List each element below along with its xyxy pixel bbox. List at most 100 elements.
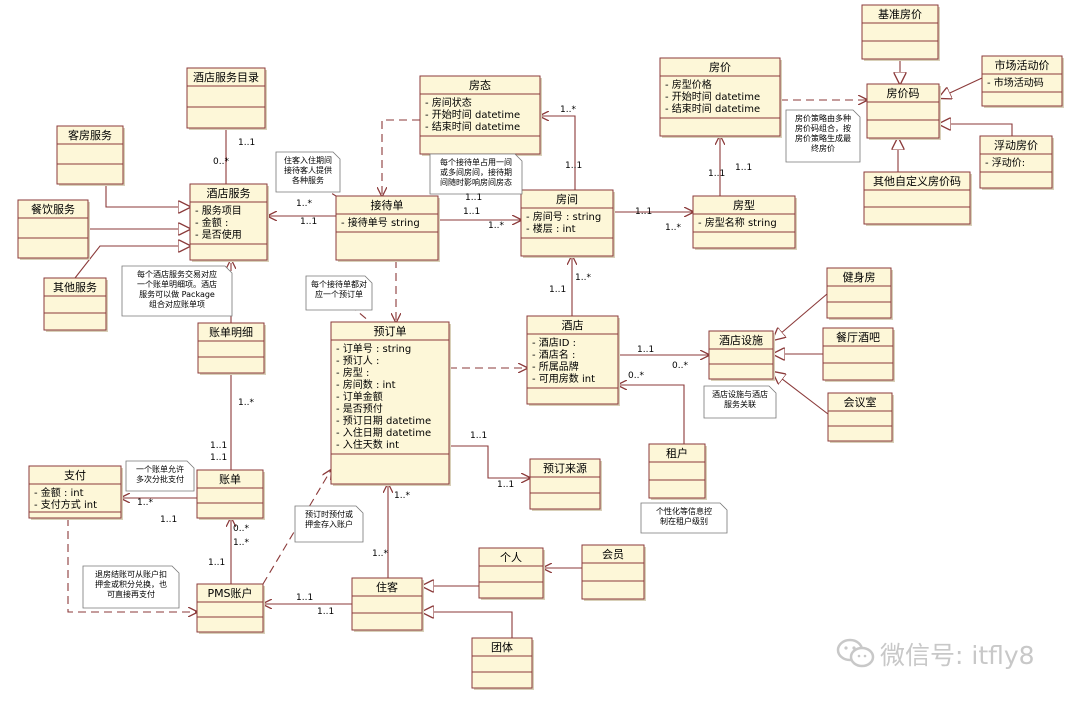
class-hotel: 酒店- 酒店ID :- 酒店名 :- 所属品牌- 可用房数 int [526, 315, 620, 406]
class-reception-order: 接待单- 接待单号 string [335, 195, 440, 262]
class-box [708, 330, 774, 380]
multiplicity-label: 1..1 [465, 193, 482, 203]
association-line [449, 445, 530, 478]
multiplicity-label: 1..1 [300, 217, 317, 227]
note-jiedai: 每个接待单占用一间或多间房间，接待期间随时影响房间房态 [429, 153, 523, 195]
class-name: 支付 [64, 469, 86, 482]
class-name: 基准房价 [878, 8, 922, 21]
multiplicity-label: 1..1 [735, 163, 752, 173]
association-line [67, 518, 197, 612]
multiplicity-label: 1..* [233, 538, 249, 548]
class-attribute: - 结束时间 datetime [425, 120, 520, 133]
class-attribute: - 房型价格 [665, 78, 712, 91]
association-line [773, 293, 828, 340]
class-individual: 个人 [478, 547, 545, 600]
multiplicity-label: 1..1 [210, 453, 227, 463]
association-line [382, 119, 420, 196]
class-box [419, 75, 541, 155]
class-box [529, 458, 601, 510]
class-member: 会员 [581, 544, 646, 601]
class-box [526, 315, 619, 405]
note-text: 酒店设施与酒店服务关联 [712, 389, 768, 409]
class-hotel-facility: 酒店设施 [708, 330, 775, 381]
class-box [471, 637, 533, 689]
class-dining-service: 餐饮服务 [17, 199, 90, 260]
watermark-text: 微信号: itfly8 [880, 641, 1035, 670]
class-attribute: - 结束时间 datetime [665, 102, 760, 115]
class-room: 房间- 房间号 : string- 楼层 : int [520, 189, 615, 258]
class-tenant: 租户 [648, 443, 707, 500]
multiplicity-label: 1..1 [317, 607, 334, 617]
class-name: 餐饮服务 [31, 202, 75, 216]
class-attribute: - 订单号 : string [336, 343, 411, 355]
association-line [105, 184, 190, 207]
note-box [703, 385, 777, 419]
class-attribute: - 房型名称 string [698, 216, 777, 229]
class-box [979, 135, 1053, 189]
multiplicity-label: 1..1 [463, 207, 480, 217]
class-name: 酒店 [562, 318, 584, 332]
multiplicity-label: 0..* [213, 157, 229, 167]
class-restaurant-bar: 餐厅酒吧 [822, 327, 895, 382]
class-payment: 支付- 金额 : int- 支付方式 int [28, 465, 123, 520]
class-box [43, 277, 107, 331]
class-attribute: - 金额 : [195, 216, 228, 229]
note-ruzhu: 住客入住期间接待客人提供各种服务 [275, 151, 341, 193]
class-box [186, 67, 266, 129]
multiplicity-label: 1..1 [708, 169, 725, 179]
note-fangjia: 房价策略由多种房价码组合，按房价策略生成最终房价 [785, 109, 861, 163]
class-attribute: - 房型 : [336, 366, 369, 379]
note-tuifang: 退房结账可从账户扣押金或积分兑换，也可直接再支付 [82, 565, 180, 609]
multiplicity-label: 1..1 [210, 441, 227, 451]
class-bill-detail: 账单明细 [197, 322, 266, 375]
class-attribute: - 开始时间 datetime [665, 90, 760, 103]
multiplicity-label: 1..* [372, 549, 388, 559]
association-line [422, 612, 513, 638]
class-box [520, 189, 614, 257]
class-attribute: - 房间号 : string [526, 210, 601, 223]
class-attribute: - 楼层 : int [526, 222, 576, 235]
class-name: 房价码 [887, 87, 920, 100]
class-name: PMS账户 [207, 586, 252, 600]
class-attribute: - 接待单号 string [341, 216, 420, 229]
note-yuding: 预订时预付或押金存入账户 [294, 505, 364, 543]
class-price-code: 房价码 [866, 83, 941, 140]
class-name: 会议室 [844, 395, 877, 409]
class-name: 健身房 [843, 270, 876, 284]
note-box [640, 502, 728, 534]
class-attribute: - 预订日期 datetime [336, 415, 431, 427]
class-base-price: 基准房价 [861, 4, 940, 61]
class-name: 房型 [733, 198, 755, 212]
class-box [581, 544, 645, 600]
note-text: 每个接待单占用一间或多间房间，接待期间随时影响房间房态 [440, 157, 512, 187]
note-text: 个性化等信息控制在租户级别 [656, 506, 712, 526]
note-box [305, 275, 373, 311]
multiplicity-label: 1..* [560, 105, 576, 115]
association-line [939, 124, 1013, 136]
class-name: 客房服务 [68, 128, 112, 142]
class-attribute: - 是否使用 [195, 228, 242, 241]
class-box [478, 547, 544, 599]
notes: 住客入住期间接待客人提供各种服务 每个接待单占用一间或多间房间，接待期间随时影响房… [82, 109, 861, 609]
class-name: 租户 [666, 446, 688, 460]
class-box [335, 195, 439, 261]
class-custom-price-code: 其他自定义房价码 [863, 171, 972, 226]
class-box [17, 199, 89, 259]
class-box [648, 443, 706, 499]
class-market-campaign-price: 市场活动价- 市场活动码 [981, 55, 1064, 108]
note-box [785, 109, 861, 163]
class-attribute: - 开始时间 datetime [425, 108, 520, 121]
class-name: 其他自定义房价码 [873, 174, 961, 188]
multiplicity-label: 1..* [394, 491, 410, 501]
multiplicities: 1..1 0..* 1..* 1..1 1..* 1..1 1..1 1..* 1..1 1..*… [137, 105, 752, 617]
class-name: 账单 [219, 473, 241, 486]
class-room-price: 房价- 房型价格- 开始时间 datetime- 结束时间 datetime [659, 57, 782, 138]
class-box [197, 322, 265, 374]
class-box [861, 4, 939, 60]
multiplicity-label: 1..* [296, 199, 312, 209]
class-attribute: - 可用房数 int [532, 372, 595, 385]
class-room-service: 客房服务 [56, 125, 125, 186]
